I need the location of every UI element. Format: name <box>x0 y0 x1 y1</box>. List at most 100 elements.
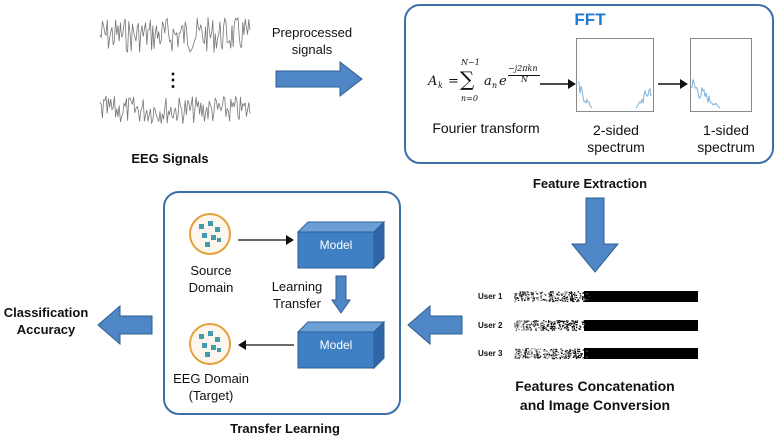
feature-pixel <box>540 296 542 298</box>
feature-pixel <box>573 300 575 303</box>
feature-pixel <box>526 324 528 326</box>
feature-pixel <box>576 350 579 352</box>
feature-pixel <box>524 293 527 295</box>
feature-pixel <box>582 293 584 295</box>
feature-pixel <box>550 325 552 328</box>
two-sided-line1: 2-sided <box>593 122 639 138</box>
feature-pixel <box>546 328 548 331</box>
feature-pixel <box>546 355 548 357</box>
feature-pixel <box>574 349 576 351</box>
feature-pixel <box>565 326 567 328</box>
feature-pixel <box>567 298 569 300</box>
feature-pixel <box>531 321 533 323</box>
feature-pixel <box>519 292 522 294</box>
feature-pixel <box>524 323 526 325</box>
feature-pixel <box>532 294 535 296</box>
feature-pixel <box>518 348 520 350</box>
feature-pixel <box>533 299 535 301</box>
exponent-top: −j2πkn <box>508 64 538 73</box>
feature-pixel <box>555 348 558 350</box>
feature-pixel <box>518 353 521 355</box>
feature-pixel <box>584 353 587 355</box>
feature-pixel <box>543 320 545 322</box>
feature-pixel <box>524 299 526 302</box>
feature-pixel <box>534 357 536 359</box>
feature-pixel <box>550 355 552 357</box>
feature-pixel <box>543 354 546 356</box>
feature-pixel <box>575 294 578 296</box>
feature-pixel <box>549 300 551 302</box>
feature-pixel <box>582 292 585 294</box>
feature-pixel <box>552 300 554 303</box>
feature-pixel <box>554 351 556 353</box>
feature-bar-solid <box>584 348 698 359</box>
feature-pixel <box>543 357 545 359</box>
feature-pixel <box>543 349 546 351</box>
model-to-eeg-arrow <box>238 340 294 350</box>
eeg-signal-bottom <box>99 95 251 125</box>
feature-pixel <box>541 321 543 323</box>
preprocess-line2: signals <box>291 42 333 57</box>
feature-pixel <box>549 293 551 296</box>
sum-top: N−1 <box>461 58 480 67</box>
feature-pixel <box>559 329 561 331</box>
feature-pixel <box>517 323 519 325</box>
feature-pixel <box>535 349 537 351</box>
feature-pixel <box>563 355 565 358</box>
down-arrow <box>570 197 620 273</box>
feature-pixel <box>552 295 554 297</box>
feature-pixel <box>570 292 573 294</box>
feature-pixel <box>564 291 566 293</box>
feature-pixel <box>573 329 576 331</box>
feature-pixel <box>519 322 521 324</box>
feature-pixel <box>574 294 576 296</box>
feature-pixel <box>528 297 530 299</box>
feature-pixel <box>569 349 572 351</box>
term-a-sub: n <box>492 81 498 90</box>
two-sided-line2: spectrum <box>587 139 645 155</box>
feature-pixel <box>549 295 551 297</box>
feature-pixel <box>554 297 557 299</box>
feature-pixel <box>539 327 542 329</box>
feature-pixel <box>538 327 540 329</box>
feature-pixel <box>566 320 568 322</box>
feature-pixel <box>588 299 590 301</box>
feature-pixel <box>587 293 590 295</box>
feature-pixel <box>514 323 516 325</box>
feature-pixel <box>536 353 538 355</box>
feature-pixel <box>530 323 532 325</box>
feature-pixel <box>587 292 589 294</box>
feature-pixel <box>586 293 588 295</box>
feature-pixel <box>573 298 575 300</box>
feature-pixel <box>554 353 557 355</box>
feature-pixel <box>543 293 546 295</box>
feature-pixel <box>532 324 534 326</box>
feature-pixel <box>543 323 545 325</box>
feature-pixel <box>558 294 560 296</box>
feature-pixel <box>574 349 576 351</box>
feature-pixel <box>523 320 525 322</box>
feature-pixel <box>562 353 565 355</box>
feature-pixel <box>558 298 560 300</box>
feature-pixel <box>583 300 585 302</box>
feature-pixel <box>561 352 563 354</box>
feature-pixel <box>555 357 557 359</box>
feature-pixel <box>566 300 569 302</box>
feature-pixel <box>526 354 529 356</box>
feature-pixel <box>519 351 521 353</box>
features-caption-line2: and Image Conversion <box>519 397 671 413</box>
feature-pixel <box>526 291 528 293</box>
feature-pixel <box>566 324 568 326</box>
feature-pixel <box>550 298 552 300</box>
feature-pixel <box>561 357 564 359</box>
feature-pixel <box>553 329 556 331</box>
exponent-bottom: N <box>521 75 528 84</box>
feature-pixel <box>588 322 591 324</box>
feature-pixel <box>551 295 553 297</box>
feature-pixel <box>564 293 567 295</box>
feature-pixel <box>539 348 542 350</box>
feature-pixel <box>551 328 553 330</box>
feature-pixel <box>565 328 568 330</box>
feature-pixel <box>556 300 559 302</box>
feature-pixel <box>554 323 556 325</box>
